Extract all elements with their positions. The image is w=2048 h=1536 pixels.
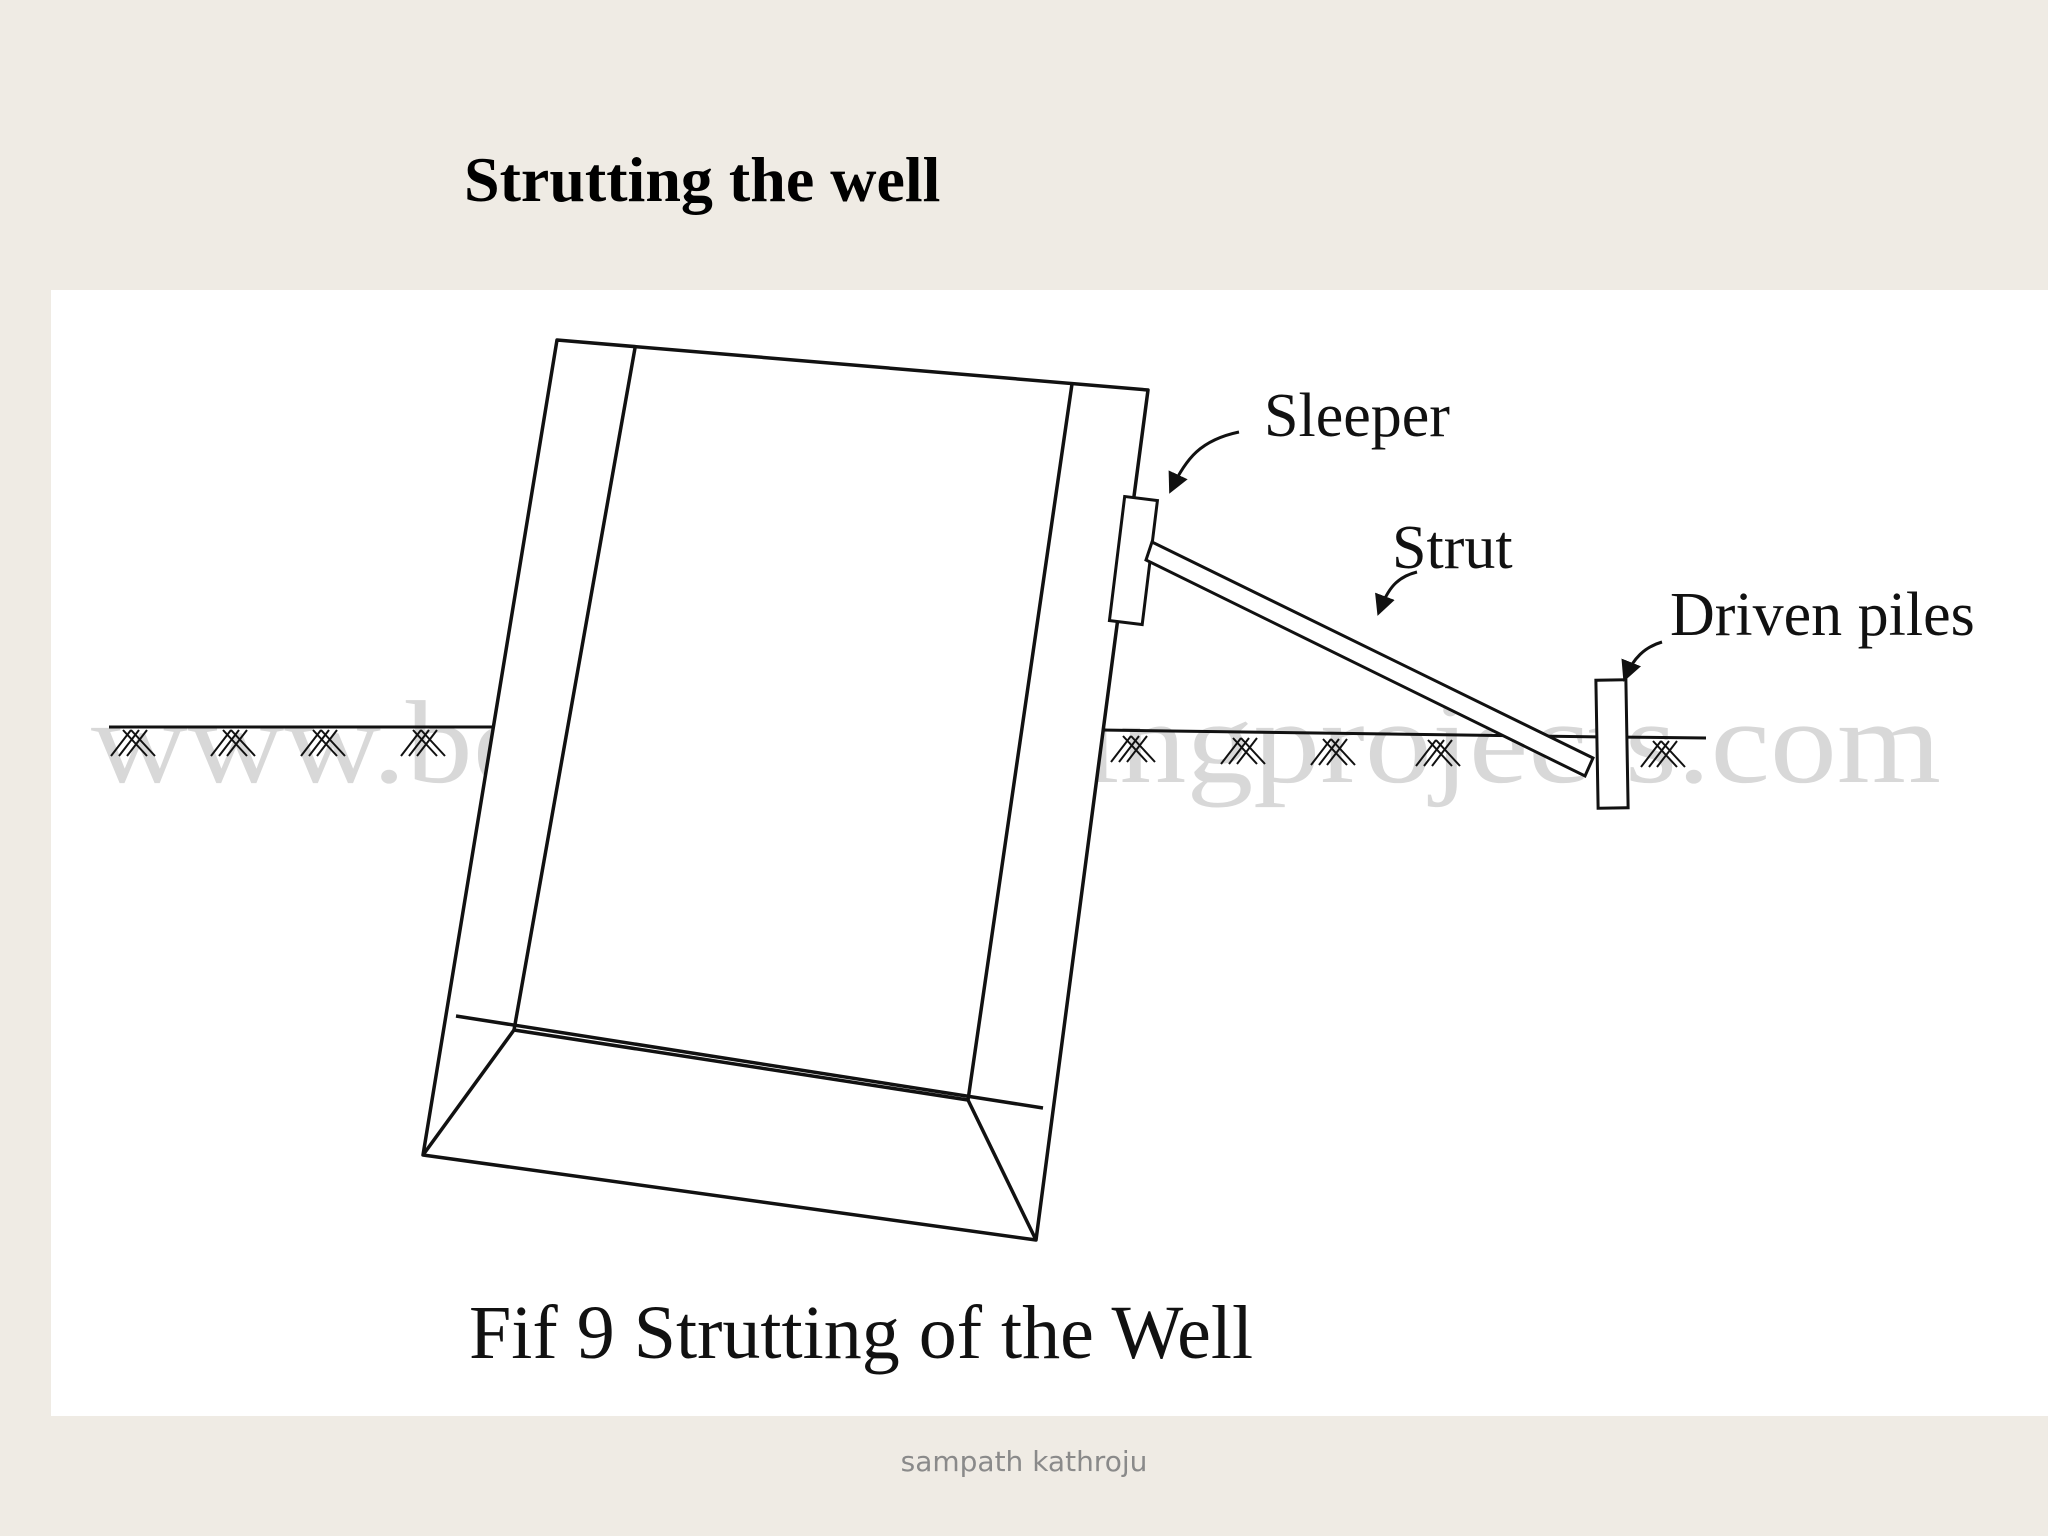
strut-arrow bbox=[1375, 570, 1418, 616]
strut bbox=[1144, 539, 1595, 779]
figure-caption: Fif 9 Strutting of the Well bbox=[469, 1291, 1253, 1375]
slide-footer: sampath kathroju bbox=[900, 1445, 1148, 1478]
driven-pile bbox=[1594, 678, 1630, 810]
driven-piles-arrow bbox=[1621, 640, 1663, 682]
driven-piles-label: Driven piles bbox=[1670, 581, 1975, 649]
figure-panel: www.bestengineeringprojects.com bbox=[51, 290, 2048, 1416]
well-body bbox=[421, 338, 1150, 1242]
sleeper-arrow bbox=[1168, 430, 1240, 494]
strut-label: Strut bbox=[1392, 514, 1513, 582]
ground-line-left bbox=[109, 725, 493, 757]
sleeper-label: Sleeper bbox=[1264, 382, 1450, 450]
slide-title: Strutting the well bbox=[464, 144, 941, 215]
strutting-diagram: www.bestengineeringprojects.com bbox=[91, 338, 1975, 1375]
